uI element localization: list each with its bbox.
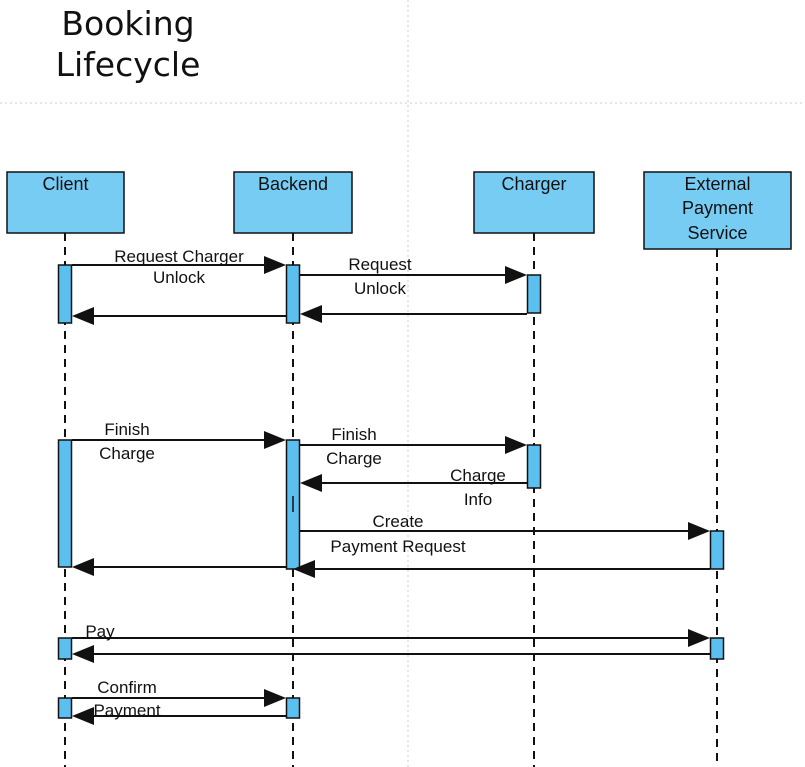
message-label-finish-charge-backend: Charge: [326, 449, 382, 468]
message-label-request-unlock: Request: [348, 255, 412, 274]
arrowhead-payment-request-reply: [293, 560, 315, 578]
arrowhead-charge-info: [300, 474, 322, 492]
arrowhead-request-charger-unlock: [264, 256, 286, 274]
message-label-finish-charge-backend: Finish: [331, 425, 376, 444]
arrowhead-finish-charge-reply: [72, 558, 94, 576]
diagram-title-line-1: Booking: [61, 4, 194, 43]
message-label-charge-info: Info: [464, 490, 492, 509]
participant-label-payment: Service: [687, 223, 747, 243]
participant-box-charger[interactable]: [473, 171, 595, 234]
activation-bar-backend-11: [285, 697, 301, 719]
participant-boxes: Client Backend Charger ExternalPaymentServi…: [6, 171, 792, 250]
diagram-title-line-2: Lifecycle: [56, 45, 201, 84]
arrowhead-unlock-reply-client: [72, 307, 94, 325]
arrowhead-confirm-payment: [264, 689, 286, 707]
arrowhead-pay-reply: [72, 645, 94, 663]
participant-box-client[interactable]: [6, 171, 125, 234]
message-label-request-unlock: Unlock: [354, 279, 406, 298]
participant-label-payment: Payment: [682, 198, 753, 218]
message-label-finish-charge-client: Finish: [104, 420, 149, 439]
message-label-confirm-payment: Payment: [93, 701, 160, 720]
activation-bar-client-8: [57, 637, 73, 660]
activation-bar-client-10: [57, 697, 73, 719]
arrowhead-create-payment-request: [688, 522, 710, 540]
activation-bar-backend-2: [285, 264, 301, 324]
arrowhead-finish-charge-backend: [505, 436, 527, 454]
message-label-finish-charge-client: Charge: [99, 444, 155, 463]
participant-label-client: Client: [42, 174, 88, 194]
arrowhead-confirm-payment-reply: [72, 707, 94, 725]
activation-bar-client-1: [57, 264, 73, 324]
activation-bar-payment-7: [709, 530, 725, 570]
participant-box-backend[interactable]: [233, 171, 353, 234]
message-label-request-charger-unlock: Unlock: [153, 268, 205, 287]
activation-bars: [57, 264, 725, 719]
participant-label-backend: Backend: [258, 174, 328, 194]
arrowhead-pay: [688, 629, 710, 647]
activation-bar-charger-3: [526, 274, 542, 314]
participant-label-charger: Charger: [501, 174, 566, 194]
activation-bar-payment-9: [709, 637, 725, 660]
message-label-create-payment-request: Create: [372, 512, 423, 531]
activation-bar-client-4: [57, 439, 73, 568]
message-label-charge-info: Charge: [450, 466, 506, 485]
message-arrows: [72, 256, 710, 725]
message-label-pay: Pay: [85, 622, 115, 641]
message-label-confirm-payment: Confirm: [97, 678, 157, 697]
activation-bar-charger-6: [526, 444, 542, 489]
participant-box-payment[interactable]: [643, 171, 792, 250]
message-label-request-charger-unlock: Request Charger: [114, 247, 244, 266]
message-label-create-payment-request: Payment Request: [330, 537, 465, 556]
participant-label-payment: External: [684, 174, 750, 194]
arrowhead-request-unlock: [505, 266, 527, 284]
arrowhead-finish-charge-client: [264, 431, 286, 449]
arrowhead-unlock-reply-backend: [300, 305, 322, 323]
